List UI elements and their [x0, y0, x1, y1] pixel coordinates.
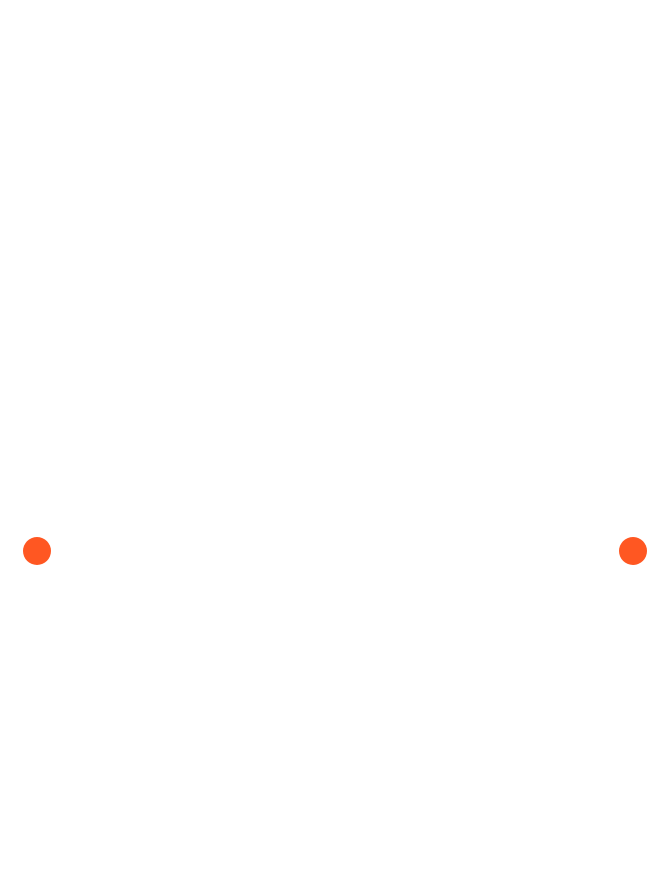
left-handle-circle-dot-icon[interactable]	[23, 537, 51, 565]
right-handle-circle-dot-icon[interactable]	[619, 537, 647, 565]
